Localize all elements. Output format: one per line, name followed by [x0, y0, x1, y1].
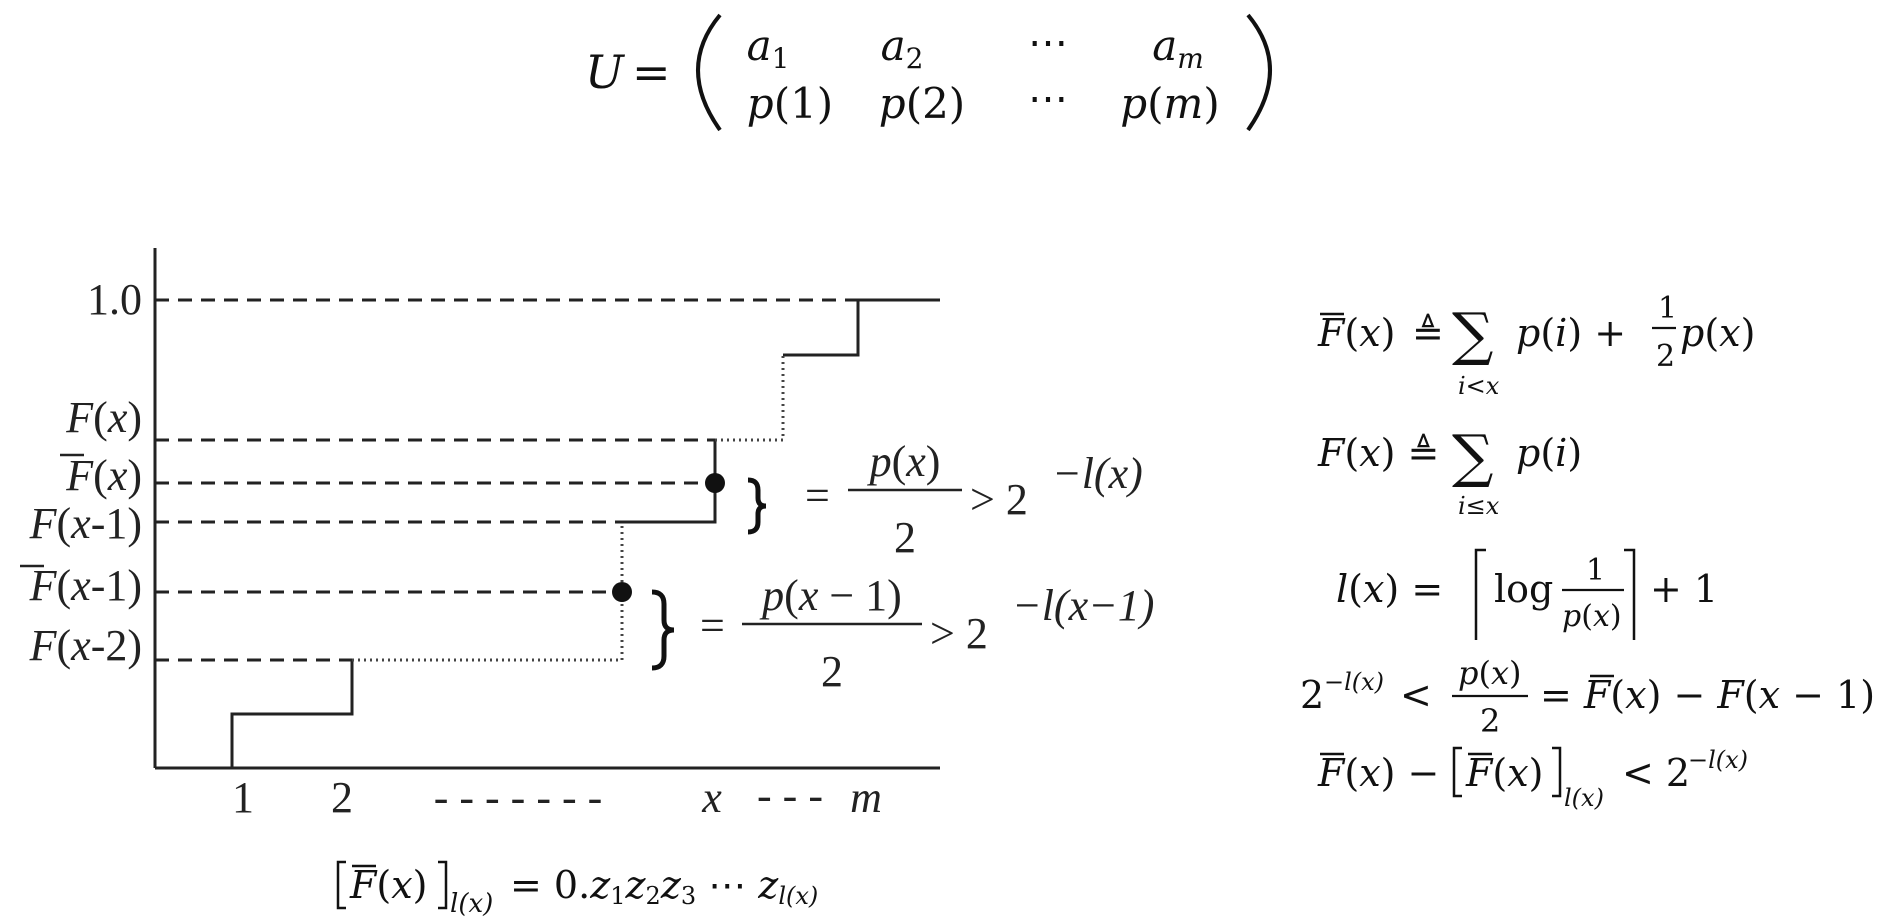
brace-top: [747, 477, 767, 535]
svg-text:≜: ≜: [1412, 311, 1444, 355]
x-label-dashes-short: - - -: [757, 771, 823, 820]
x-label-2: 2: [331, 773, 353, 822]
svg-text:p(x): p(x): [1458, 654, 1522, 692]
svg-text:p(x): p(x): [1680, 311, 1755, 355]
equation-Fbar-def: F(x) ≜ ∑ i<x p(i) + 1 2 p(x): [1317, 291, 1755, 400]
annotation-bottom-exp: −l(x−1): [1012, 581, 1154, 630]
svg-text:i≤x: i≤x: [1458, 492, 1500, 520]
reference-lines: [155, 298, 858, 662]
svg-text:i<x: i<x: [1458, 372, 1500, 400]
svg-text:p(i): p(i): [1516, 431, 1582, 475]
annotation-bottom-eq: =: [700, 601, 725, 650]
svg-text:p(x): p(x): [1562, 599, 1622, 634]
caption: F(x) l(x) = 0.z1z2z3 ⋯ zl(x): [336, 860, 818, 919]
svg-text:F(x) −: F(x) −: [1317, 751, 1439, 795]
svg-text:+ 1: + 1: [1650, 567, 1718, 611]
svg-text:< 2: < 2: [1622, 751, 1690, 795]
svg-text:1: 1: [1586, 553, 1605, 588]
svg-text:log: log: [1494, 567, 1553, 611]
annotation-bottom: = p(x − 1) 2 > 2 −l(x−1): [700, 571, 1154, 696]
svg-text:l(x): l(x): [450, 889, 493, 919]
annotation-bottom-rhs: > 2: [930, 609, 988, 658]
equation-length: l(x) = log 1 p(x) + 1: [1336, 548, 1718, 640]
y-label-1.0: 1.0: [87, 275, 142, 324]
equation-F-def: F(x) ≜ ∑ i≤x p(i): [1317, 422, 1582, 520]
step-segment-1-2: [230, 660, 354, 768]
step-dotted-upper: [715, 355, 785, 442]
matrix-equals: =: [632, 45, 671, 99]
y-label-Fbar-x-1: F(x-1): [29, 561, 142, 610]
matrix-right-paren: [1246, 13, 1272, 132]
y-label-F-x-1: F(x-1): [29, 499, 142, 548]
y-label-F-x: F(x): [65, 393, 142, 442]
svg-text:= F(x) − F(x − 1): = F(x) − F(x − 1): [1540, 673, 1875, 717]
matrix-bottom-p2: p(2): [879, 79, 965, 128]
svg-text:= 0.z1z2z3 ⋯ zl(x): = 0.z1z2z3 ⋯ zl(x): [510, 863, 818, 910]
annotation-top-num: p(x): [867, 437, 941, 486]
svg-text:F(x): F(x): [349, 863, 427, 907]
svg-text:−l(x): −l(x): [1324, 668, 1384, 696]
equation-truncation: F(x) − F(x) l(x) < 2 −l(x): [1317, 746, 1748, 812]
svg-text:<: <: [1400, 673, 1432, 717]
x-label-dashes: - - - - - - -: [434, 773, 603, 822]
svg-text:1: 1: [1658, 291, 1677, 326]
x-label-1: 1: [232, 773, 254, 822]
matrix-left-paren: [696, 13, 722, 132]
equations-panel: F(x) ≜ ∑ i<x p(i) + 1 2 p(x) F(x) ≜ ∑ i≤…: [1300, 291, 1875, 812]
step-dotted-x-1: [352, 522, 624, 662]
matrix-lhs: U: [585, 45, 626, 99]
step-segment-m: [783, 298, 940, 357]
svg-text:F(x) ≜: F(x) ≜: [1317, 431, 1439, 475]
svg-text:l(x): l(x): [1564, 784, 1604, 812]
svg-text:F(x): F(x): [1465, 751, 1543, 795]
matrix-bottom-p1: p(1): [747, 79, 833, 128]
svg-text:2: 2: [1300, 673, 1324, 717]
point-Fbar-x: [705, 473, 725, 493]
svg-text:2: 2: [1480, 702, 1500, 740]
y-label-Fbar-x: F(x): [65, 451, 142, 500]
equation-inequality: 2 −l(x) < p(x) 2 = F(x) − F(x − 1): [1300, 654, 1875, 740]
matrix-u: U = a1 a2 ⋯ am p(1) p(2) ⋯ p(m): [585, 13, 1272, 132]
matrix-top-am: am: [1152, 21, 1204, 75]
svg-text:p(i) +: p(i) +: [1516, 311, 1626, 355]
step-solid: [230, 298, 940, 768]
matrix-bottom-dots: ⋯: [1028, 76, 1068, 122]
svg-text:2: 2: [1656, 339, 1675, 374]
annotation-bottom-den: 2: [821, 647, 843, 696]
brace-bottom: [651, 589, 675, 671]
point-Fbar-x-1: [612, 582, 632, 602]
cdf-diagram: 1.0 F(x) F(x) F(x-1) F(x-1) F(x-2) 1 2 -…: [20, 248, 1154, 919]
annotation-top-den: 2: [894, 513, 916, 562]
y-label-F-x-2: F(x-2): [29, 621, 142, 670]
matrix-bottom-pm: p(m): [1120, 79, 1220, 128]
annotation-top-rhs: > 2: [970, 475, 1028, 524]
matrix-top-a1: a1: [747, 21, 790, 75]
annotation-top-exp: −l(x): [1052, 449, 1143, 498]
svg-text:F(x): F(x): [1317, 311, 1395, 355]
matrix-top-a2: a2: [881, 21, 924, 75]
matrix-top-dots: ⋯: [1028, 20, 1068, 66]
annotation-top: = p(x) 2 > 2 −l(x): [805, 437, 1143, 562]
svg-text:∑: ∑: [1452, 300, 1493, 368]
annotation-top-eq: =: [805, 471, 830, 520]
svg-text:l(x) =: l(x) =: [1336, 567, 1443, 611]
step-segment-x: [622, 440, 717, 524]
x-label-m: m: [850, 773, 882, 822]
annotation-bottom-num: p(x − 1): [759, 571, 902, 620]
x-label-x: x: [701, 773, 722, 822]
svg-text:−l(x): −l(x): [1688, 746, 1748, 774]
step-dotted: [352, 355, 785, 662]
svg-text:∑: ∑: [1452, 422, 1493, 490]
